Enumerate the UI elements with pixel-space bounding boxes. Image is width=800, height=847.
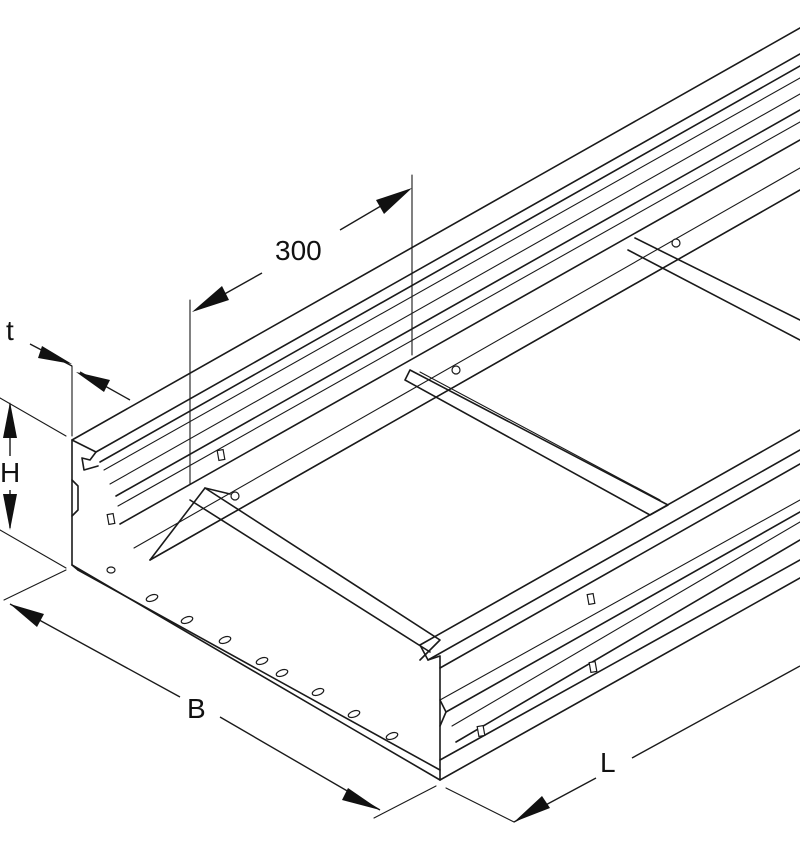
rung-front bbox=[149, 487, 441, 661]
rung-back bbox=[627, 237, 800, 341]
floor-inner-edge bbox=[149, 189, 800, 561]
label-l: L bbox=[600, 747, 616, 778]
label-t: t bbox=[6, 315, 14, 346]
label-h: H bbox=[0, 457, 20, 488]
bottom-front-edge bbox=[71, 564, 441, 781]
label-300: 300 bbox=[275, 235, 322, 266]
dimension-300: 300 bbox=[189, 174, 413, 485]
dimension-t: t bbox=[6, 315, 131, 437]
dimension-l: L bbox=[445, 665, 800, 823]
right-side-rail bbox=[419, 429, 800, 781]
left-side-rail bbox=[71, 27, 800, 571]
rung-middle bbox=[404, 365, 669, 516]
dimension-h: H bbox=[0, 397, 67, 569]
dimension-b: B bbox=[3, 569, 437, 819]
label-b: B bbox=[187, 693, 206, 724]
